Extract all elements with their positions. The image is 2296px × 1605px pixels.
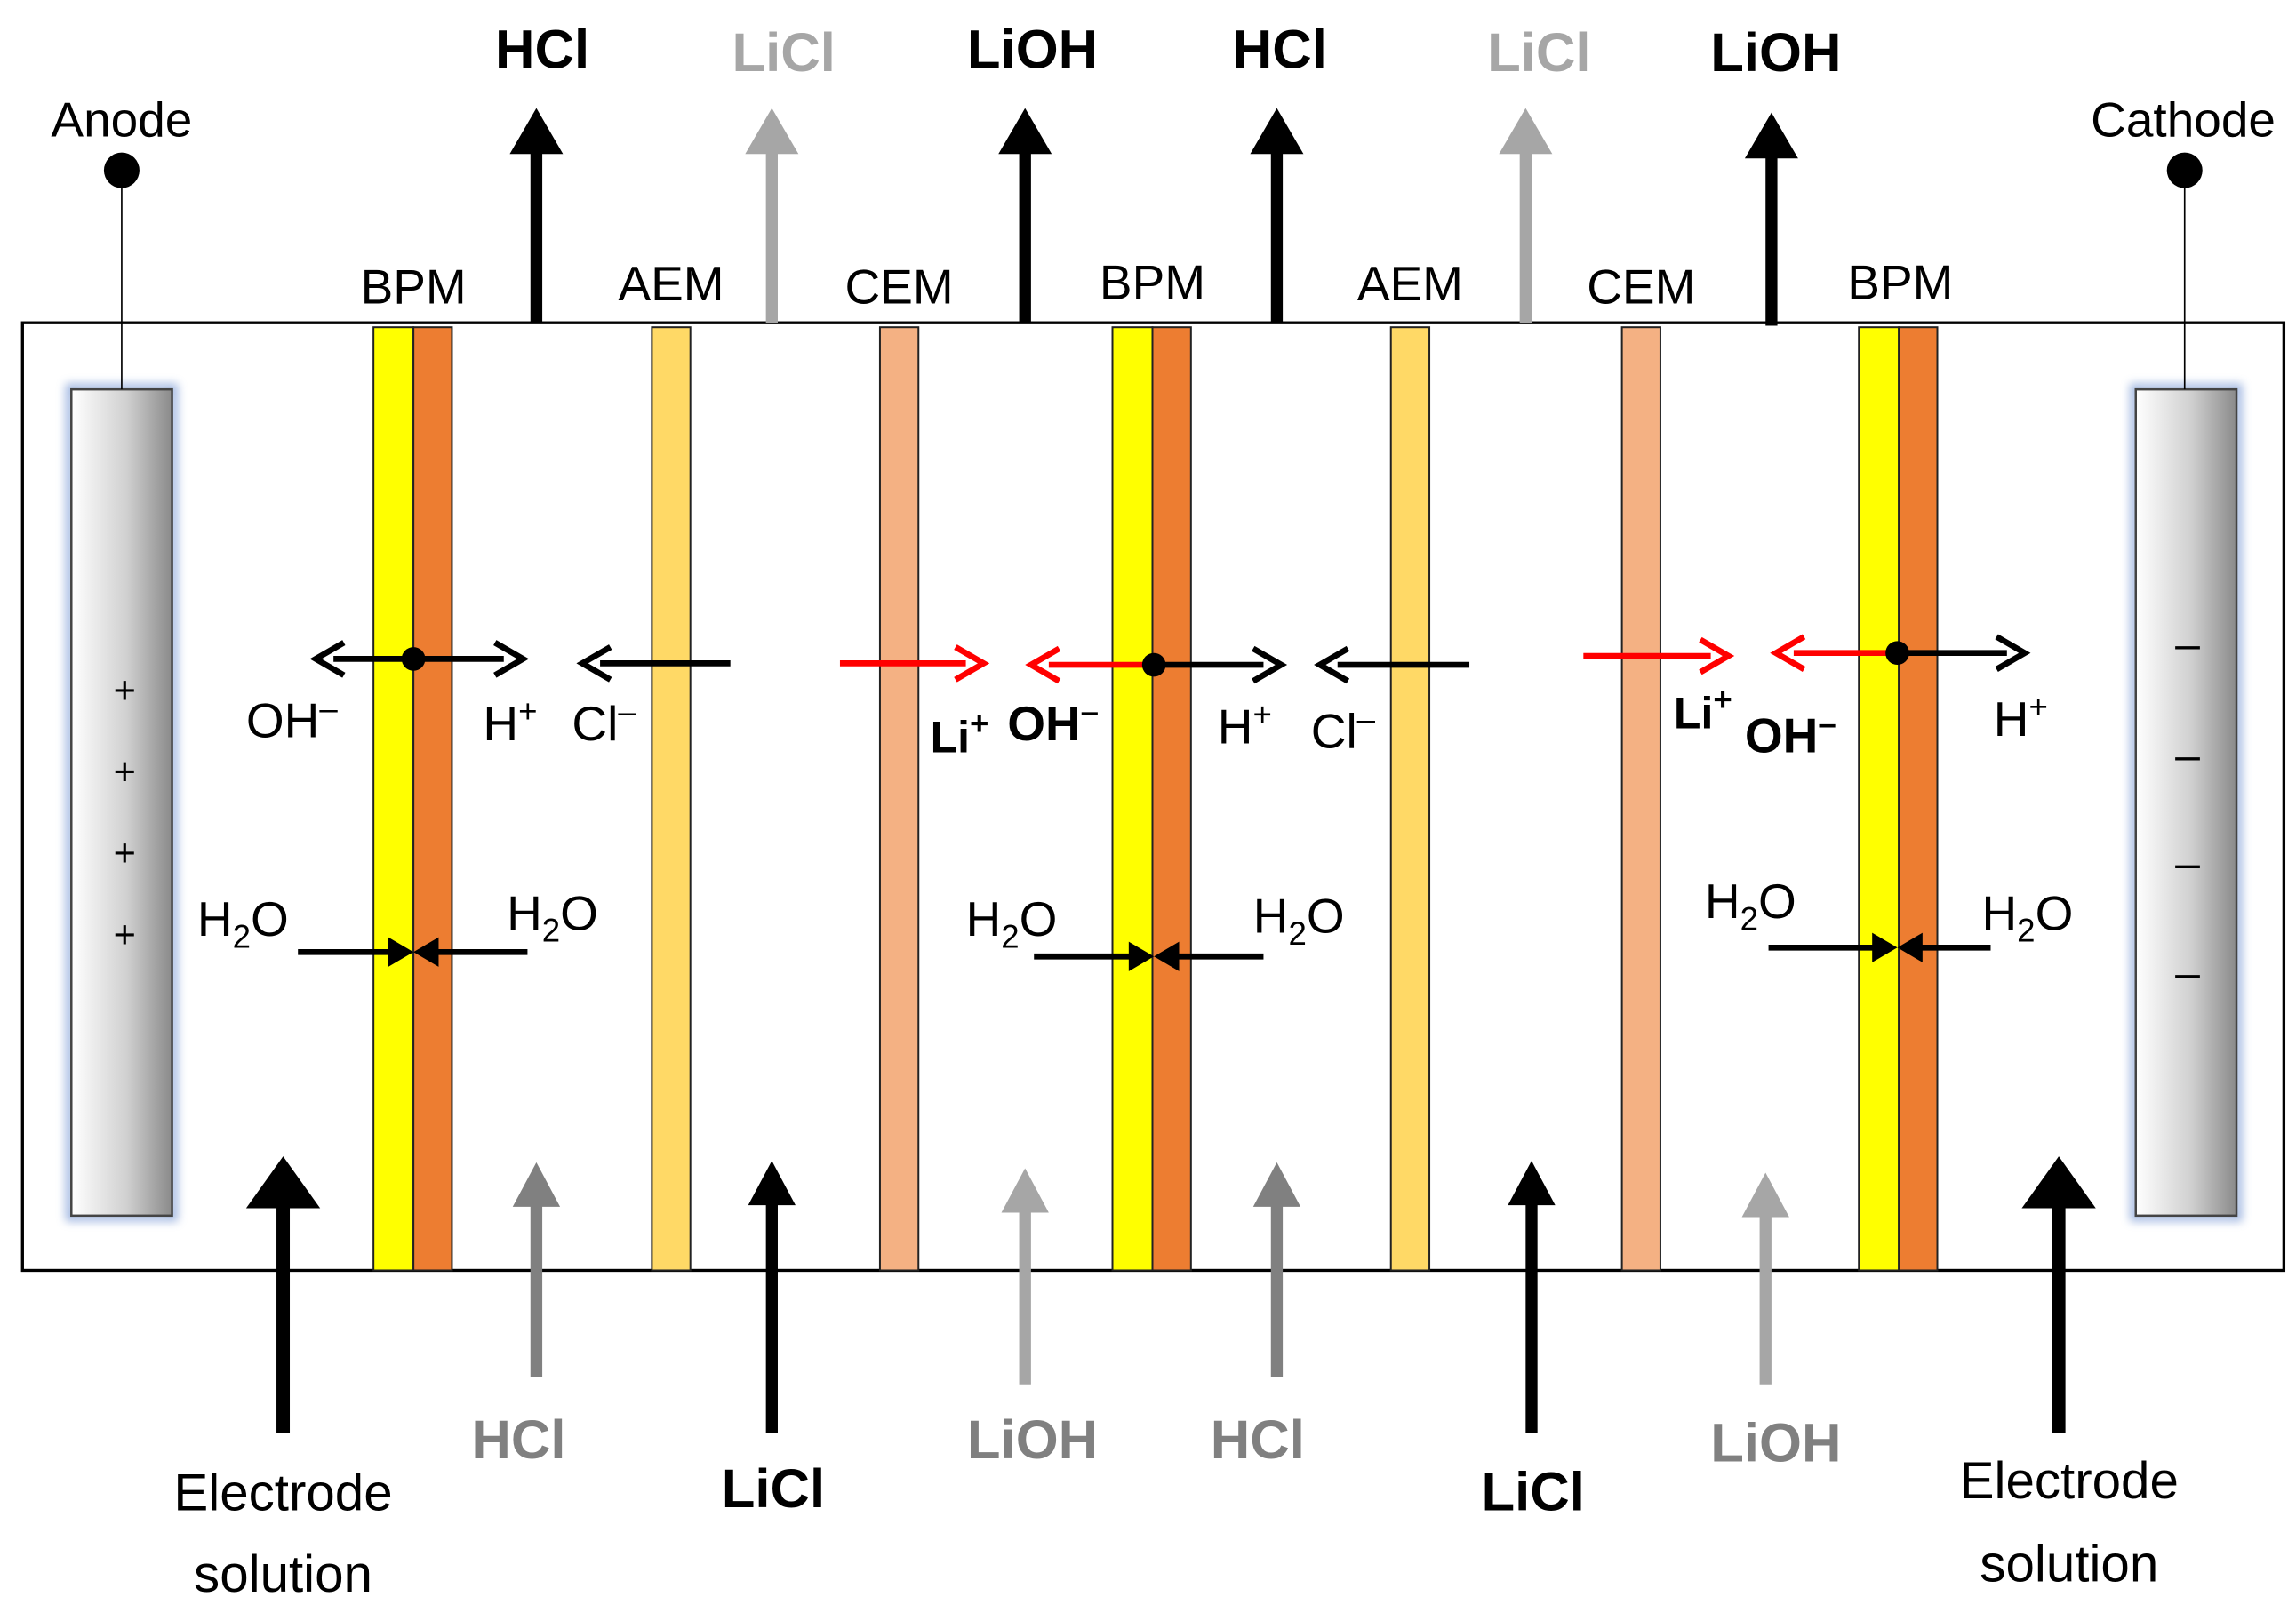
feed-lioh-1: LiOH (967, 1409, 1098, 1471)
water-label-4: H2O (1253, 889, 1345, 952)
feed-inlet-arrows (245, 1156, 2096, 1433)
feed-licl-1: LiCl (722, 1458, 825, 1520)
water-label-2: H2O (507, 885, 598, 948)
feed-licl-2: LiCl (1481, 1461, 1584, 1522)
cathode-sign-2: – (2175, 730, 2200, 779)
bpm-1-label: BPM (361, 260, 467, 315)
aem-2 (1389, 326, 1431, 1272)
bpm-1-cation-layer (412, 326, 453, 1272)
bpm-3-anion-layer (1858, 326, 1900, 1272)
cathode-electrode: Cathode – – – – (2091, 92, 2276, 1222)
feed-lioh-2: LiOH (1710, 1412, 1841, 1473)
ion-labels: OH– H+ Cl– Li+ OH– H+ Cl– Li+ OH– H+ (246, 682, 2048, 763)
anode-sign-3: + (114, 833, 136, 875)
electrode-solution-left-line1: Electrode (173, 1464, 392, 1521)
bpm-2-anion-layer (1111, 326, 1154, 1272)
ion-lithium-1: Li+ (931, 705, 989, 762)
electrode-solution-right-line2: solution (1980, 1535, 2158, 1593)
cathode-sign-3: – (2175, 838, 2200, 888)
cem-1 (878, 326, 920, 1272)
anode-electrode: Anode + + + + (51, 92, 192, 1222)
ion-hydroxide-1: OH– (246, 691, 338, 748)
product-hcl-1: HCl (495, 20, 589, 81)
cathode-sign-1: – (2175, 619, 2200, 668)
anode-sign-2: + (114, 751, 136, 794)
water-label-5: H2O (1705, 874, 1796, 937)
water-label-3: H2O (966, 891, 1058, 954)
bpm-2-cation-layer (1151, 326, 1192, 1272)
cem-1-label: CEM (845, 260, 954, 315)
ion-proton-2: H+ (1218, 696, 1272, 754)
aem-2-label: AEM (1357, 256, 1463, 311)
cathode-terminal-dot (2166, 152, 2203, 188)
bpm-2-label: BPM (1100, 255, 1205, 310)
product-licl-1: LiCl (732, 22, 835, 84)
cathode-sign-4: – (2175, 947, 2200, 997)
anode-sign-1: + (114, 669, 136, 712)
water-label-6: H2O (1981, 885, 2073, 948)
aem-1-label: AEM (618, 256, 724, 311)
anode-label: Anode (51, 92, 192, 147)
bpm-3-label: BPM (1847, 255, 1953, 310)
water-transport-arrows (298, 932, 1991, 971)
cathode-label: Cathode (2091, 92, 2276, 147)
bpm-1-anion-layer (372, 326, 415, 1272)
ion-lithium-2: Li+ (1674, 682, 1732, 739)
ion-chloride-2: Cl– (1311, 700, 1376, 758)
membrane-labels: BPM AEM CEM BPM AEM CEM BPM (361, 255, 1954, 315)
electrode-solution-left-line2: solution (194, 1545, 372, 1603)
bpm-3-cation-layer (1898, 326, 1939, 1272)
product-licl-2: LiCl (1487, 22, 1590, 84)
product-labels: HCl LiCl LiOH HCl LiCl LiOH (495, 20, 1841, 84)
product-hcl-2: HCl (1233, 20, 1327, 81)
membranes (372, 326, 1939, 1272)
ion-chloride-1: Cl– (572, 693, 636, 751)
ion-hydroxide-2: OH– (1007, 693, 1099, 751)
water-label-1: H2O (197, 891, 289, 954)
feed-hcl-1: HCl (471, 1409, 565, 1471)
ion-hydroxide-3: OH– (1745, 705, 1836, 763)
aem-1 (651, 326, 692, 1272)
anode-sign-4: + (114, 914, 136, 956)
water-labels: H2O H2O H2O H2O H2O H2O (197, 874, 2073, 954)
ion-transport-arrows (309, 634, 2031, 684)
feed-labels: Electrode solution HCl LiCl LiOH HCl LiC… (173, 1409, 2179, 1603)
product-outlet-arrows (509, 108, 1798, 326)
product-lioh-2: LiOH (1710, 22, 1841, 84)
cem-2-label: CEM (1587, 260, 1695, 315)
cem-2 (1620, 326, 1661, 1272)
ion-proton-3: H+ (1994, 689, 2048, 747)
electrode-solution-right-line1: Electrode (1960, 1452, 2179, 1510)
ion-proton-1: H+ (483, 693, 537, 751)
anode-terminal-dot (103, 152, 140, 188)
product-lioh-1: LiOH (967, 20, 1098, 81)
feed-hcl-2: HCl (1211, 1409, 1305, 1471)
